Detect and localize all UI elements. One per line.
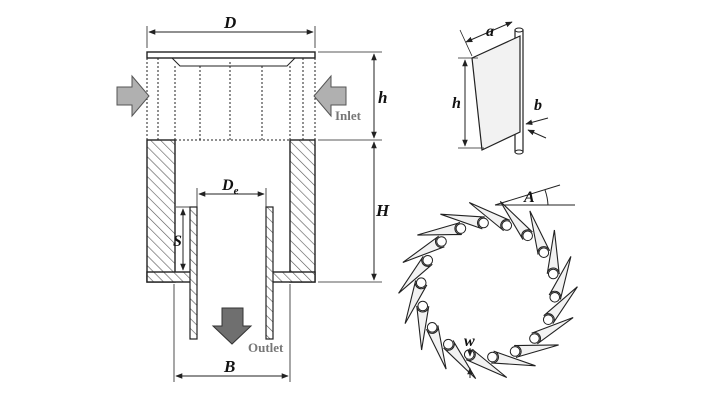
label-De: De bbox=[221, 177, 239, 197]
vane-rod bbox=[443, 338, 454, 350]
vane-rod bbox=[509, 346, 521, 357]
outlet-arrow bbox=[211, 307, 253, 345]
vane-rod bbox=[478, 217, 489, 229]
vane-rod bbox=[522, 230, 533, 242]
vane-rod bbox=[422, 255, 434, 266]
vane-blade bbox=[398, 255, 433, 294]
vane-ring bbox=[398, 200, 578, 380]
vane-blade bbox=[546, 229, 560, 275]
vane-blade bbox=[440, 213, 485, 230]
label-h-blade: h bbox=[452, 95, 461, 112]
blade-detail bbox=[458, 21, 549, 155]
vane-blade bbox=[548, 256, 572, 300]
vane-blade bbox=[529, 210, 551, 255]
vane-rod bbox=[415, 277, 427, 289]
vane-blade bbox=[468, 201, 511, 232]
inlet-arrow-right bbox=[313, 74, 347, 118]
vane-rod bbox=[529, 333, 540, 344]
dim-b bbox=[525, 117, 549, 126]
cyclone-section bbox=[146, 26, 382, 382]
dim-a bbox=[465, 21, 513, 43]
vane-blade bbox=[491, 350, 536, 367]
label-H: H bbox=[375, 201, 390, 220]
label-De-sub: e bbox=[234, 185, 239, 197]
right-wall bbox=[289, 139, 316, 283]
label-outlet: Outlet bbox=[248, 340, 284, 355]
label-A: A bbox=[523, 189, 535, 206]
vane-rod bbox=[501, 220, 513, 231]
vane-blade bbox=[465, 348, 508, 379]
vane-rod bbox=[542, 314, 554, 325]
label-inlet: Inlet bbox=[335, 108, 362, 123]
top-cover-dome bbox=[171, 57, 296, 67]
vane-rod bbox=[436, 236, 447, 247]
bottom-left-ledge bbox=[146, 271, 193, 283]
vane-blade bbox=[425, 325, 447, 370]
vane-blade bbox=[543, 286, 578, 325]
vane-ring-annotations bbox=[467, 184, 575, 378]
vane-blade bbox=[531, 316, 574, 345]
label-S: S bbox=[173, 233, 182, 250]
vane-region bbox=[146, 58, 316, 141]
outlet-tube-left bbox=[189, 206, 198, 340]
label-a: a bbox=[486, 23, 494, 40]
outlet-tube-right bbox=[265, 206, 274, 340]
left-wall bbox=[146, 139, 176, 283]
top-cover-plate bbox=[146, 51, 316, 59]
label-b: b bbox=[534, 97, 542, 114]
label-B: B bbox=[223, 357, 235, 376]
vane-blade bbox=[499, 200, 533, 240]
vane-rod bbox=[417, 300, 429, 312]
vane-blade bbox=[416, 305, 430, 351]
angle-A-arc bbox=[544, 189, 549, 206]
label-D: D bbox=[223, 13, 236, 32]
label-h: h bbox=[378, 88, 387, 107]
vane-blade bbox=[417, 222, 462, 236]
bottom-right-ledge bbox=[269, 271, 316, 283]
label-De-main: D bbox=[221, 177, 234, 194]
vane-blade bbox=[404, 280, 428, 324]
vane-rod bbox=[538, 247, 550, 258]
vane-blade bbox=[402, 235, 445, 264]
inlet-arrow-left bbox=[116, 74, 150, 118]
vane-rod bbox=[487, 351, 498, 363]
vane-rod bbox=[455, 223, 467, 234]
vane-rod bbox=[463, 349, 475, 360]
label-w: w bbox=[464, 333, 475, 350]
vane-rod bbox=[426, 322, 438, 333]
vane-rod bbox=[547, 268, 559, 280]
vane-blade bbox=[514, 344, 559, 358]
vane-rod bbox=[549, 291, 561, 303]
angle-A-chord bbox=[494, 184, 561, 206]
blade-plate bbox=[471, 35, 521, 151]
